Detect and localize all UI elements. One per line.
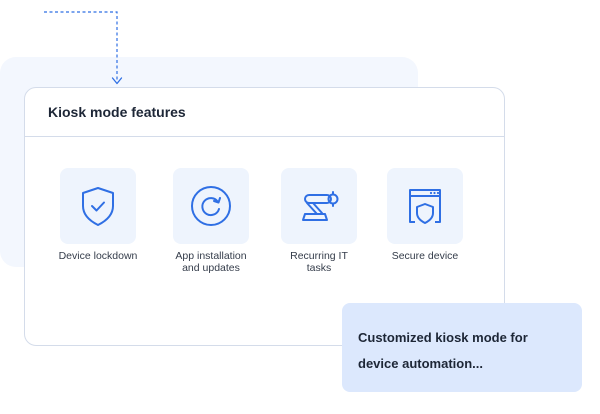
feature-tile <box>173 168 249 244</box>
shield-check-icon <box>82 187 114 226</box>
refresh-icon <box>191 186 231 226</box>
dashed-connector-arrow <box>44 11 123 85</box>
feature-tile <box>281 168 357 244</box>
browser-shield-icon <box>409 189 441 224</box>
card-title: Kiosk mode features <box>48 104 186 120</box>
feature-secure-device[interactable]: Secure device <box>375 168 475 262</box>
feature-device-lockdown[interactable]: Device lockdown <box>48 168 148 262</box>
robotic-arm-icon <box>302 191 339 221</box>
feature-tile <box>387 168 463 244</box>
feature-app-installation[interactable]: App installation and updates <box>161 168 261 274</box>
callout-text: Customized kiosk mode for device automat… <box>358 330 528 371</box>
feature-label: Secure device <box>391 250 459 262</box>
feature-recurring-it-tasks[interactable]: Recurring IT tasks <box>269 168 369 274</box>
card-header: Kiosk mode features <box>25 88 504 137</box>
feature-tile <box>60 168 136 244</box>
feature-label: Device lockdown <box>58 250 138 262</box>
kiosk-features-card: Kiosk mode features Device lockdown App … <box>24 87 505 346</box>
feature-label: Recurring IT tasks <box>290 250 348 274</box>
automation-callout: Customized kiosk mode for device automat… <box>342 303 582 392</box>
feature-label: App installation and updates <box>175 250 247 274</box>
